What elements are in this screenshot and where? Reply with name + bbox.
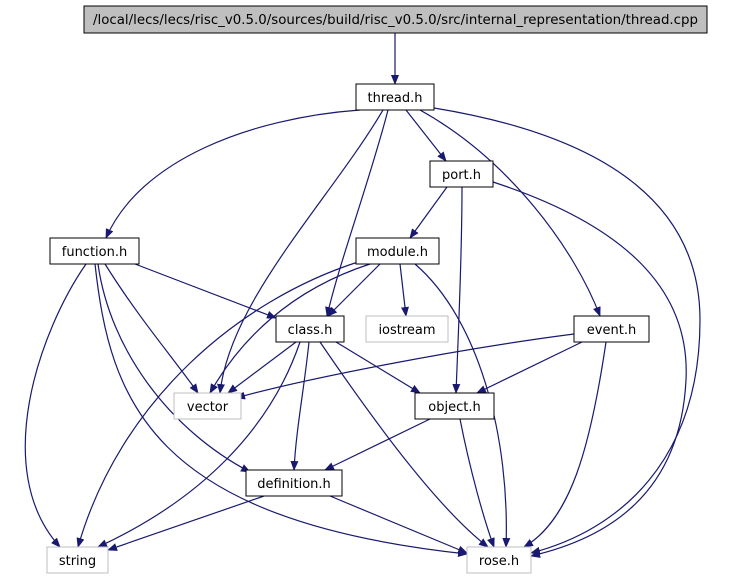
edge-class-h-to-object-h xyxy=(335,341,421,394)
node-object-h[interactable]: object.h xyxy=(414,392,495,420)
edge-module-h-to-vector xyxy=(209,263,371,394)
edge-port-h-to-rose-h xyxy=(492,181,687,558)
edge-thread-h-to-vector xyxy=(216,109,384,394)
node-box xyxy=(355,83,435,111)
node-box xyxy=(83,5,708,34)
edge-event-h-to-object-h xyxy=(476,341,583,394)
node-label: /local/lecs/lecs/risc_v0.5.0/sources/bui… xyxy=(93,13,698,28)
node-label: function.h xyxy=(62,245,127,260)
edge-class-h-to-rose-h xyxy=(319,341,489,548)
edge-function-h-to-rose-h xyxy=(94,263,468,558)
node-string[interactable]: string xyxy=(46,546,109,574)
edge-definition-h-to-string xyxy=(107,495,265,551)
edge-event-h-to-rose-h xyxy=(523,341,607,548)
file-nodes: /local/lecs/lecs/risc_v0.5.0/sources/bui… xyxy=(46,5,708,574)
edge-class-h-to-vector xyxy=(227,341,297,394)
node-iostream[interactable]: iostream xyxy=(365,315,449,343)
node-label: vector xyxy=(187,400,229,415)
dependency-edges xyxy=(24,33,701,558)
edge-function-h-to-definition-h xyxy=(97,263,251,473)
edge-module-h-to-string xyxy=(76,261,359,548)
node-label: class.h xyxy=(288,323,333,338)
node-box xyxy=(429,160,494,188)
edge-object-h-to-definition-h xyxy=(324,418,431,471)
node-box xyxy=(414,392,495,420)
node-label: event.h xyxy=(587,323,636,338)
node-function-h[interactable]: function.h xyxy=(49,237,140,265)
node-box xyxy=(245,469,343,497)
edge-port-h-to-object-h xyxy=(452,186,463,394)
edge-port-h-to-module-h xyxy=(409,186,448,239)
edge-thread-h-to-function-h xyxy=(105,109,361,239)
node-box xyxy=(355,237,440,265)
node-box xyxy=(466,546,532,574)
edge-event-h-to-vector xyxy=(235,333,575,400)
node-label: object.h xyxy=(428,400,480,415)
edge-module-h-to-class-h xyxy=(327,263,381,317)
node-label: port.h xyxy=(442,168,481,183)
node-label: thread.h xyxy=(368,91,423,106)
node-class-h[interactable]: class.h xyxy=(275,315,345,343)
node-thread-h[interactable]: thread.h xyxy=(355,83,435,111)
node-label: rose.h xyxy=(479,554,519,569)
node-definition-h[interactable]: definition.h xyxy=(245,469,343,497)
node-box xyxy=(365,315,449,343)
node-box xyxy=(275,315,345,343)
edge-thread-h-to-event-h xyxy=(419,109,601,317)
node-rose-h[interactable]: rose.h xyxy=(466,546,532,574)
node-vector[interactable]: vector xyxy=(173,392,242,420)
edge-function-h-to-string xyxy=(24,263,87,548)
edge-class-h-to-string xyxy=(97,341,301,548)
node-box xyxy=(46,546,109,574)
node-box xyxy=(573,315,650,343)
edge-function-h-to-vector xyxy=(104,263,199,394)
node-box xyxy=(173,392,242,420)
edge-module-h-to-iostream xyxy=(399,263,409,317)
node-label: definition.h xyxy=(257,477,331,492)
edge-thread-h-to-rose-h xyxy=(433,107,701,555)
edge-thread-h-to-class-h xyxy=(325,109,389,317)
edge-function-h-to-class-h xyxy=(134,263,277,319)
node-label: iostream xyxy=(378,323,435,338)
node-module-h[interactable]: module.h xyxy=(355,237,440,265)
edge-class-h-to-definition-h xyxy=(290,341,310,471)
node-label: module.h xyxy=(367,245,428,260)
edge-object-h-to-rose-h xyxy=(459,418,495,548)
node-port-h[interactable]: port.h xyxy=(429,160,494,188)
node-event-h[interactable]: event.h xyxy=(573,315,650,343)
node-box xyxy=(49,237,140,265)
node-label: string xyxy=(59,554,96,569)
node-thread-cpp[interactable]: /local/lecs/lecs/risc_v0.5.0/sources/bui… xyxy=(83,5,708,34)
edge-thread-h-to-port-h xyxy=(405,109,447,162)
edge-definition-h-to-rose-h xyxy=(329,495,468,554)
